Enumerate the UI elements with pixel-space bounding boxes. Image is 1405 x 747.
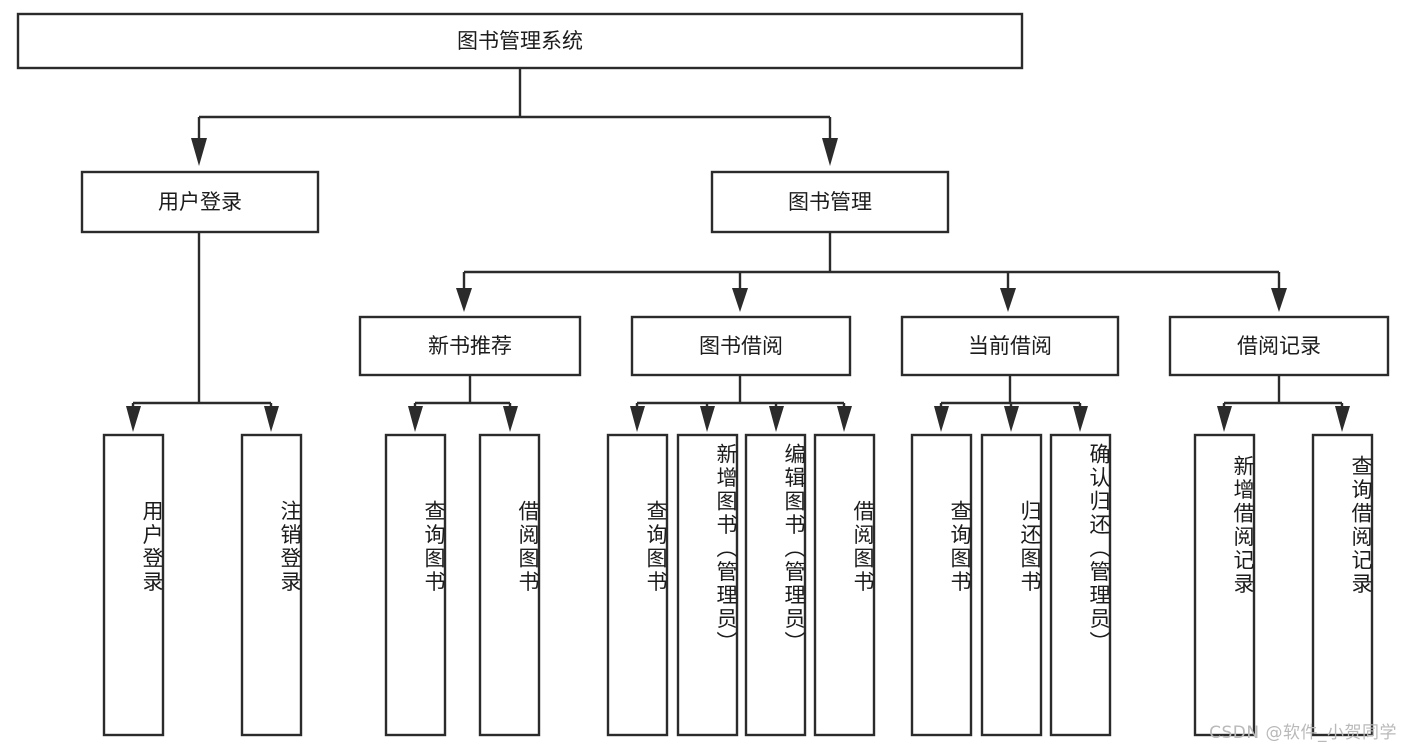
borrowing-records-node-label: 借阅记录 [1237, 334, 1321, 358]
arrow-records-leaf-1 [1217, 406, 1232, 432]
arrow-root-to-user-login [191, 138, 207, 166]
node-new-book-recommendation[interactable]: 新书推荐 [358, 315, 582, 377]
arrow-book-mgmt-to-borrow [732, 288, 748, 312]
user-login-node-box[interactable] [80, 170, 320, 234]
arrow-new-books-leaf-2 [503, 406, 518, 432]
leaf-box-confirm-return-admin[interactable] [1049, 433, 1112, 737]
leaf-box-borrow-books[interactable] [813, 433, 876, 737]
arrow-borrow-leaf-4 [837, 406, 852, 432]
leaf-box-add-borrow-record[interactable] [1193, 433, 1256, 737]
book-management-node-label: 图书管理 [788, 190, 872, 214]
arrow-current-leaf-3 [1073, 406, 1088, 432]
leaf-box-query-books-current[interactable] [910, 433, 973, 737]
leaf-box-layer [102, 433, 1374, 737]
current-borrowing-node-box[interactable] [900, 315, 1120, 377]
node-root-book-management-system[interactable]: 图书管理系统 [16, 12, 1024, 70]
leaf-box-query-books-recommend[interactable] [384, 433, 447, 737]
leaf-box-query-books-borrow[interactable] [606, 433, 669, 737]
arrow-book-mgmt-to-current [1000, 288, 1016, 312]
new-book-recommendation-node-label: 新书推荐 [428, 334, 512, 358]
node-borrowing-records[interactable]: 借阅记录 [1168, 315, 1390, 377]
current-borrowing-node-label: 当前借阅 [968, 334, 1052, 358]
leaf-box-return-books[interactable] [980, 433, 1043, 737]
leaf-box-query-borrow-record[interactable] [1311, 433, 1374, 737]
leaf-box-logout[interactable] [240, 433, 303, 737]
new-book-recommendation-node-box[interactable] [358, 315, 582, 377]
node-current-borrowing[interactable]: 当前借阅 [900, 315, 1120, 377]
leaf-box-borrow-books-recommend[interactable] [478, 433, 541, 737]
arrow-new-books-leaf-1 [408, 406, 423, 432]
borrowing-records-node-box[interactable] [1168, 315, 1390, 377]
arrow-user-login-leaf-1 [126, 406, 141, 432]
node-book-borrowing[interactable]: 图书借阅 [630, 315, 852, 377]
root-node-box[interactable] [16, 12, 1024, 70]
arrow-book-mgmt-to-new-books [456, 288, 472, 312]
leaf-box-edit-book-admin[interactable] [744, 433, 807, 737]
book-borrowing-node-box[interactable] [630, 315, 852, 377]
arrow-book-mgmt-to-records [1271, 288, 1287, 312]
csdn-watermark: CSDN @软件_小贺同学 [1209, 723, 1397, 743]
arrow-borrow-leaf-1 [630, 406, 645, 432]
leaf-box-add-book-admin[interactable] [676, 433, 739, 737]
book-management-node-box[interactable] [710, 170, 950, 234]
user-login-node-label: 用户登录 [158, 190, 242, 214]
root-node-label: 图书管理系统 [457, 29, 583, 53]
node-book-management[interactable]: 图书管理 [710, 170, 950, 234]
leaf-box-user-login[interactable] [102, 433, 165, 737]
connector-layer [126, 68, 1350, 432]
arrow-borrow-leaf-2 [700, 406, 715, 432]
arrow-user-login-leaf-2 [264, 406, 279, 432]
arrow-records-leaf-2 [1335, 406, 1350, 432]
book-borrowing-node-label: 图书借阅 [699, 334, 783, 358]
arrow-current-leaf-2 [1004, 406, 1019, 432]
node-user-login[interactable]: 用户登录 [80, 170, 320, 234]
arrow-current-leaf-1 [934, 406, 949, 432]
arrow-root-to-book-mgmt [822, 138, 838, 166]
arrow-borrow-leaf-3 [769, 406, 784, 432]
